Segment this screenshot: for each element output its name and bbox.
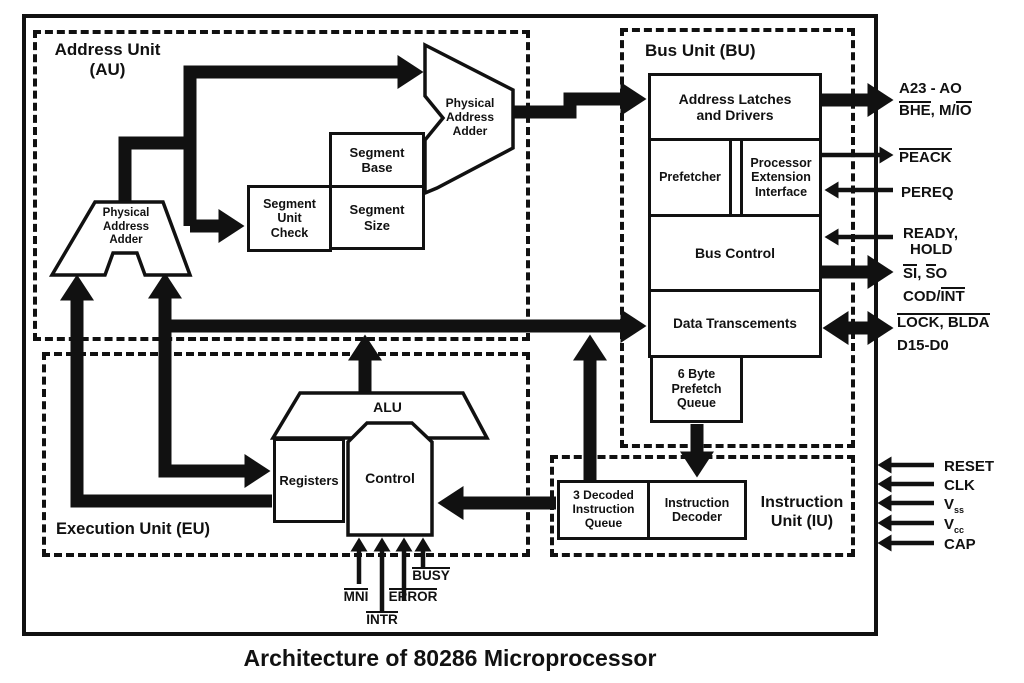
decoded-queue-block: 3 Decoded Instruction Queue <box>557 480 650 540</box>
pin-a23-line: A23 - AO <box>899 80 962 97</box>
processor-extension-interface-block: Processor Extension Interface <box>740 138 822 217</box>
au-corner-to-main-adder-arrow <box>183 55 424 226</box>
address-unit-title: Address Unit (AU) <box>54 40 161 80</box>
segment-base-label: Segment Base <box>349 144 405 175</box>
pin-vcc-sub: cc <box>954 525 965 535</box>
physical-address-adder-left-shape <box>48 200 193 277</box>
segment-size-block: Segment Size <box>329 185 425 250</box>
pin-int: INT <box>940 287 965 305</box>
pin-label-pereq: PEREQ <box>901 184 954 201</box>
thin-signal-lines <box>350 146 934 612</box>
physical-address-adder-main-label: Physical Address Adder <box>445 96 495 139</box>
unit-shapes <box>48 42 515 537</box>
instruction-decoder-block: Instruction Decoder <box>647 480 747 540</box>
pin-label-peack: PEACK <box>899 146 952 169</box>
control-shape <box>346 421 434 537</box>
pin-vcc-v: V <box>944 516 955 533</box>
prefetch-queue-label: 6 Byte Prefetch Queue <box>671 367 722 411</box>
registers-block: Registers <box>273 438 345 523</box>
execution-unit-title: Execution Unit (EU) <box>56 520 211 538</box>
pin-label-mni: MNI <box>334 585 378 608</box>
pin-s1: SI <box>903 264 918 282</box>
pin-busy: BUSY <box>412 567 450 583</box>
instruction-decoder-label: Instruction Decoder <box>664 495 730 525</box>
pin-mni: MNI <box>343 588 369 604</box>
pin-bhe: BHE <box>899 101 931 119</box>
physical-address-adder-main-shape <box>423 42 515 196</box>
pin-label-clk: CLK <box>944 477 975 494</box>
pin-label-intr: INTR <box>358 608 406 631</box>
pin-error: ERROR <box>388 588 438 604</box>
pin-intr: INTR <box>366 611 398 627</box>
address-latches-block: Address Latches and Drivers <box>648 73 822 141</box>
instruction-unit-title: Instruction Unit (IU) <box>760 494 844 530</box>
data-transcements-label: Data Transcements <box>673 315 797 331</box>
prefetch-queue-block: 6 Byte Prefetch Queue <box>650 355 743 423</box>
registers-label: Registers <box>279 472 339 488</box>
pin-label-status: SI, SO COD/INT <box>903 262 965 308</box>
alu-shape <box>269 391 490 440</box>
physical-address-adder-left-label: Physical Address Adder <box>102 207 150 247</box>
pin-peack: PEACK <box>899 148 952 166</box>
bus-unit-title: Bus Unit (BU) <box>645 41 756 60</box>
pin-io: IO <box>955 101 972 119</box>
pin-s0-s: S <box>925 264 936 282</box>
pin-vss-sub: ss <box>954 505 965 515</box>
execution-unit-frame <box>42 352 530 557</box>
segment-unit-check-label: Segment Unit Check <box>263 196 316 240</box>
alu-label: ALU <box>373 399 402 415</box>
diagram-title: Architecture of 80286 Microprocessor <box>243 645 657 671</box>
pin-bhe-mio-line: BHE, M/IO <box>899 100 972 122</box>
bus-control-label: Bus Control <box>694 244 776 261</box>
address-unit-frame <box>33 30 530 341</box>
pin-label-ready-hold: READY, HOLD <box>903 226 958 258</box>
left-adder-top-link <box>118 136 196 201</box>
pin-label-vss: Vss <box>944 493 964 522</box>
pin-lock-blda-line: LOCK, BLDA <box>897 311 990 334</box>
segment-base-block: Segment Base <box>329 132 425 188</box>
decoded-queue-label: 3 Decoded Instruction Queue <box>572 488 635 530</box>
prefetcher-block: Prefetcher <box>648 138 732 217</box>
prefetcher-label: Prefetcher <box>659 170 721 185</box>
pin-hold: HOLD <box>910 241 953 258</box>
thick-bus-lines <box>60 55 894 520</box>
pin-label-address-bus: A23 - AO BHE, M/IO <box>899 78 972 122</box>
pin-label-data-bus: LOCK, BLDA D15-D0 <box>897 311 990 357</box>
pin-label-reset: RESET <box>944 458 995 475</box>
pin-label-error: ERROR <box>384 585 442 608</box>
processor-extension-interface-label: Processor Extension Interface <box>750 155 812 199</box>
pin-label-cap: CAP <box>944 536 976 553</box>
registers-to-adder-arrow-left <box>60 274 272 508</box>
pin-mio-mid: , M/ <box>930 102 956 119</box>
pin-cod-int-line: COD/INT <box>903 285 965 308</box>
pin-cod: COD/ <box>903 288 941 305</box>
control-label: Control <box>365 470 415 486</box>
pin-label-vcc: Vcc <box>944 513 964 542</box>
bus-control-block: Bus Control <box>648 214 822 292</box>
segment-unit-check-block: Segment Unit Check <box>247 185 332 252</box>
segment-size-label: Segment Size <box>349 202 405 233</box>
pin-s0-o: O <box>935 265 948 282</box>
pin-vss-v: V <box>944 496 955 513</box>
data-transcements-block: Data Transcements <box>648 289 822 358</box>
address-latches-label: Address Latches and Drivers <box>678 90 792 123</box>
adder-to-address-latches-arrow <box>513 82 647 119</box>
pin-s-sep: , <box>917 265 926 282</box>
pin-label-busy: BUSY <box>404 564 458 587</box>
pin-d15-d0-line: D15-D0 <box>897 337 949 354</box>
pin-s1-s0-line: SI, SO <box>903 262 965 285</box>
pin-ready: READY, <box>903 225 959 242</box>
bus-to-registers-arrow <box>158 320 271 488</box>
pin-lock-blda: LOCK, BLDA <box>897 313 990 331</box>
